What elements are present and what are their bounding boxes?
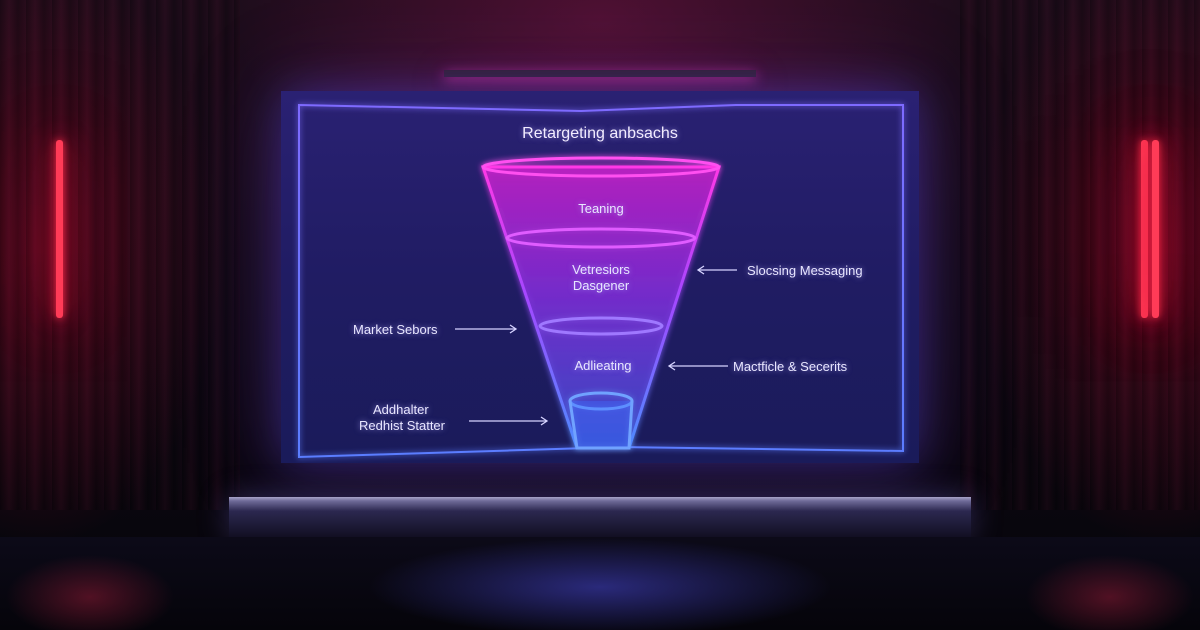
arrowhead-right-1: [696, 265, 705, 275]
arrowhead-right-2: [667, 361, 676, 371]
stage-platform: [229, 497, 971, 537]
right-curtain: [960, 0, 1200, 510]
funnel-rim-1: [481, 156, 721, 178]
screen-title: Retargeting anbsachs: [522, 125, 678, 142]
annotation-right-1: Slocsing Messaging: [747, 263, 863, 278]
funnel-stage-2-label-line1: Vetresiors: [572, 262, 630, 277]
funnel-stage-3-label: Adlieating: [574, 358, 632, 373]
annotation-left-1: Market Sebors: [353, 322, 438, 337]
left-curtain: [0, 0, 240, 510]
funnel-spout: [568, 400, 634, 450]
arrowhead-left-1: [509, 324, 518, 334]
ceiling-light-bar: [444, 70, 756, 77]
screen-frame: [298, 103, 904, 459]
funnel-stage-1-label: Teaning: [578, 201, 624, 216]
floor: [0, 537, 1200, 630]
display-screen: Retargeting anbsachs Teaning Vetresiors …: [281, 91, 919, 463]
funnel-diagram: [281, 91, 919, 463]
annotation-left-2-line1: Addhalter: [373, 402, 429, 417]
annotation-right-2: Mactficle & Secerits: [733, 359, 848, 374]
right-neon-light: [1141, 140, 1148, 318]
right-neon-light-second: [1152, 140, 1159, 318]
funnel-rim-2: [505, 227, 697, 249]
left-neon-light: [56, 140, 63, 318]
arrowhead-left-2: [540, 416, 549, 426]
funnel-rim-3: [538, 316, 664, 336]
annotation-arrows: [455, 265, 737, 426]
annotation-left-2-line2: Redhist Statter: [359, 418, 445, 433]
funnel-stage-2-label-line2: Dasgener: [572, 278, 630, 293]
funnel: [480, 156, 722, 450]
